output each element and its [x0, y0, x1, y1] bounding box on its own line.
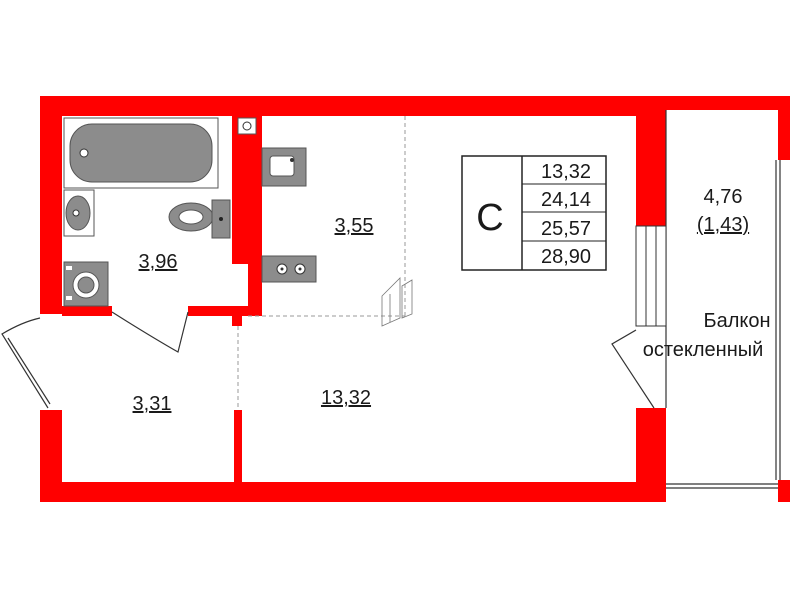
- door-bathroom: [111, 311, 189, 353]
- kitchen-sink-icon: [261, 147, 307, 187]
- wall-bath-bottom: [62, 306, 112, 316]
- door-balcony: [611, 329, 655, 409]
- room-area-balcony-reduced: (1,43): [697, 214, 749, 236]
- balcony-right-upper: [778, 96, 790, 160]
- window-right: [635, 225, 667, 327]
- wall-bath-bottom-right: [188, 306, 248, 316]
- apartment-type-letter: С: [476, 197, 503, 239]
- wall-bottom: [40, 482, 662, 502]
- area-value: 25,57: [541, 218, 591, 240]
- area-value: 13,32: [541, 161, 591, 183]
- wall-right-lower: [636, 408, 666, 502]
- riser-icon: [237, 117, 257, 135]
- toilet-icon: [168, 199, 231, 239]
- balcony-top: [666, 96, 790, 110]
- apartment-info-box: С 13,32 24,14 25,57 28,90: [461, 155, 607, 271]
- zone-lines: [237, 116, 406, 410]
- area-value: 28,90: [541, 246, 591, 268]
- wall-left-upper: [40, 96, 62, 314]
- wall-right-upper: [636, 96, 666, 226]
- balcony-name: остекленный: [643, 339, 764, 361]
- balcony-name: Балкон: [703, 310, 770, 332]
- walls: [40, 96, 790, 502]
- room-area-bathroom: 3,96: [139, 251, 178, 273]
- wall-left-lower: [40, 410, 62, 502]
- room-area-hall: 3,31: [133, 393, 172, 415]
- room-area-living: 13,32: [321, 387, 371, 409]
- wall-bath-right-upper: [232, 116, 262, 264]
- washing-machine-icon: [63, 261, 109, 307]
- stove-icon: [261, 255, 317, 283]
- appliance-outline-icon: [381, 277, 413, 327]
- sink-icon: [63, 189, 95, 237]
- wall-bath-right-lower: [248, 264, 262, 316]
- balcony-right-lower: [778, 480, 790, 502]
- wall-top: [40, 96, 640, 116]
- wall-hall-divider: [234, 410, 242, 482]
- wall-stub: [232, 316, 242, 326]
- area-value: 24,14: [541, 189, 591, 211]
- door-entrance: [1, 317, 51, 409]
- room-area-balcony: 4,76: [704, 186, 743, 208]
- bathtub-icon: [63, 117, 219, 189]
- room-area-kitchen: 3,55: [335, 215, 374, 237]
- balcony-outline: [665, 110, 781, 489]
